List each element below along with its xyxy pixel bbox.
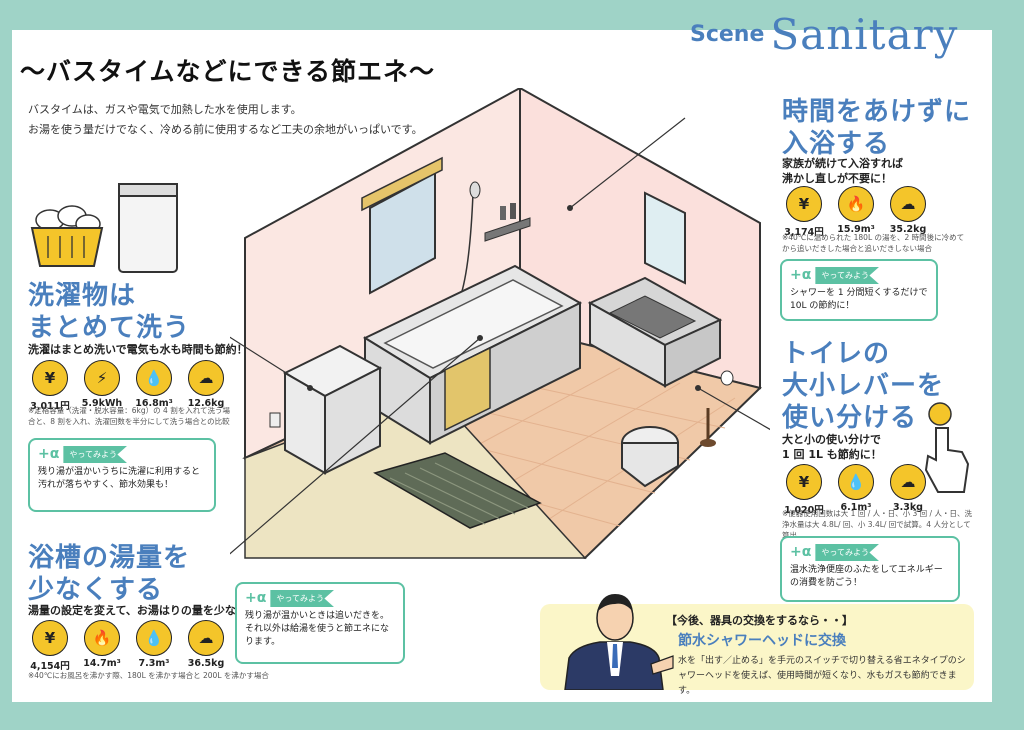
laundry-saving-water: 💧16.8m³ [132,360,176,412]
tip-flag: やってみよう [63,446,127,463]
time-savings: ¥3,174円 🔥15.9m³ ☁35.2kg [782,186,930,238]
yen-icon: ¥ [786,186,822,222]
time-subtitle: 家族が続けて入浴すれば 沸かし直しが不要に！ [782,157,903,185]
presenter-illustration [564,594,674,690]
exchange-heading: 【今後、器具の交換をするなら・・】 [666,614,853,627]
washing-machine-icon [118,183,178,273]
bath-tip-text: 残り湯が温かいときは追いだきを。それ以外は給湯を使うと節エネになります。 [245,611,390,647]
intro-line-2: お湯を使う量だけでなく、冷める前に使用するなど工夫の余地がいっぱいです。 [28,123,423,136]
laundry-savings: ¥3,011円 ⚡5.9kWh 💧16.8m³ ☁12.6kg [28,360,228,412]
intro-line-1: バスタイムは、ガスや電気で加熱した水を使用します。 [28,103,302,116]
pointing-hand-icon [924,402,970,493]
faucet-icon: 💧 [136,360,172,396]
bolt-icon: ⚡ [84,360,120,396]
plus-alpha-icon: +α [245,590,267,606]
yen-icon: ¥ [786,464,822,500]
bath-title-line-1: 浴槽の湯量を [28,543,191,573]
time-title: 時間をあけずに 入浴する [782,96,971,160]
cloud-icon: ☁ [890,464,926,500]
time-note: ※40℃に温められた 180L の湯を、2 時間後に冷めてから追いだきした場合と… [782,233,965,253]
toilet-savings: ¥1,020円 💧6.1m³ ☁3.3kg [782,464,930,516]
laundry-title-line-1: 洗濯物は [28,281,137,311]
flame-icon: 🔥 [84,620,120,656]
laundry-basket-icon [30,205,104,267]
laundry-saving-co2: ☁12.6kg [184,360,228,412]
cloud-icon: ☁ [188,360,224,396]
scene-prefix: Scene [690,22,765,47]
toilet-note: ※便器使用回数は大 1 回 / 人・日、小 3 回 / 人・日、洗浄水量は大 4… [782,509,972,540]
faucet-icon: 💧 [136,620,172,656]
bath-note: ※40℃にお風呂を沸かす際、180L を沸かす場合と 200L を沸かす場合 [28,671,269,680]
scene-name: Sanitary [770,10,959,59]
laundry-title: 洗濯物は まとめて洗う [28,280,190,344]
bath-title-line-2: 少なくする [28,575,164,605]
yen-icon: ¥ [32,360,68,396]
page-title: ～バスタイムなどにできる節エネ～ [20,57,436,86]
toilet-title: トイレの 大小レバーを 使い分ける [782,339,945,433]
faucet-icon: 💧 [838,464,874,500]
bathroom-illustration [230,88,770,560]
flame-icon: 🔥 [838,186,874,222]
laundry-saving-electric: ⚡5.9kWh [80,360,124,412]
plus-alpha-icon: +α [790,544,812,560]
time-tip-text: シャワーを 1 分間短くするだけで 10L の節約に！ [790,288,928,311]
bath-subtitle: 湯量の設定を変えて、お湯はりの量を少なく！ [28,604,258,617]
cloud-icon: ☁ [890,186,926,222]
toilet-tip-text: 温水洗浄便座のふたをしてエネルギーの消費を防ごう！ [790,565,943,588]
exchange-body: 水を「出す／止める」を手元のスイッチで切り替える省エネタイプのシャワーヘッドを使… [678,656,966,696]
time-title-line-1: 時間をあけずに [782,97,972,127]
intro-text: バスタイムは、ガスや電気で加熱した水を使用します。 お湯を使う量だけでなく、冷め… [28,100,423,140]
bath-savings: ¥4,154円 🔥14.7m³ 💧7.3m³ ☁36.5kg [28,620,228,672]
toilet-subtitle: 大と小の使い分けで 1 回 1L も節約に！ [782,433,882,461]
laundry-tip-text: 残り湯が温かいうちに洗濯に利用すると汚れが落ちやすく、節水効果も！ [38,467,201,490]
laundry-note: ※定格容量（洗濯・脱水容量：6kg）の 4 割を入れて洗う場合と、8 割を入れ、… [28,406,230,426]
laundry-saving-yen: ¥3,011円 [28,360,72,412]
plus-alpha-icon: +α [790,267,812,283]
bath-title: 浴槽の湯量を 少なくする [28,542,190,606]
yen-icon: ¥ [32,620,68,656]
laundry-title-line-2: まとめて洗う [28,313,191,343]
time-title-line-2: 入浴する [782,129,891,159]
laundry-subtitle: 洗濯はまとめ洗いで電気も水も時間も節約！ [28,343,248,356]
exchange-title: 節水シャワーヘッドに交換 [678,633,846,649]
plus-alpha-icon: +α [38,446,60,462]
cloud-icon: ☁ [188,620,224,656]
